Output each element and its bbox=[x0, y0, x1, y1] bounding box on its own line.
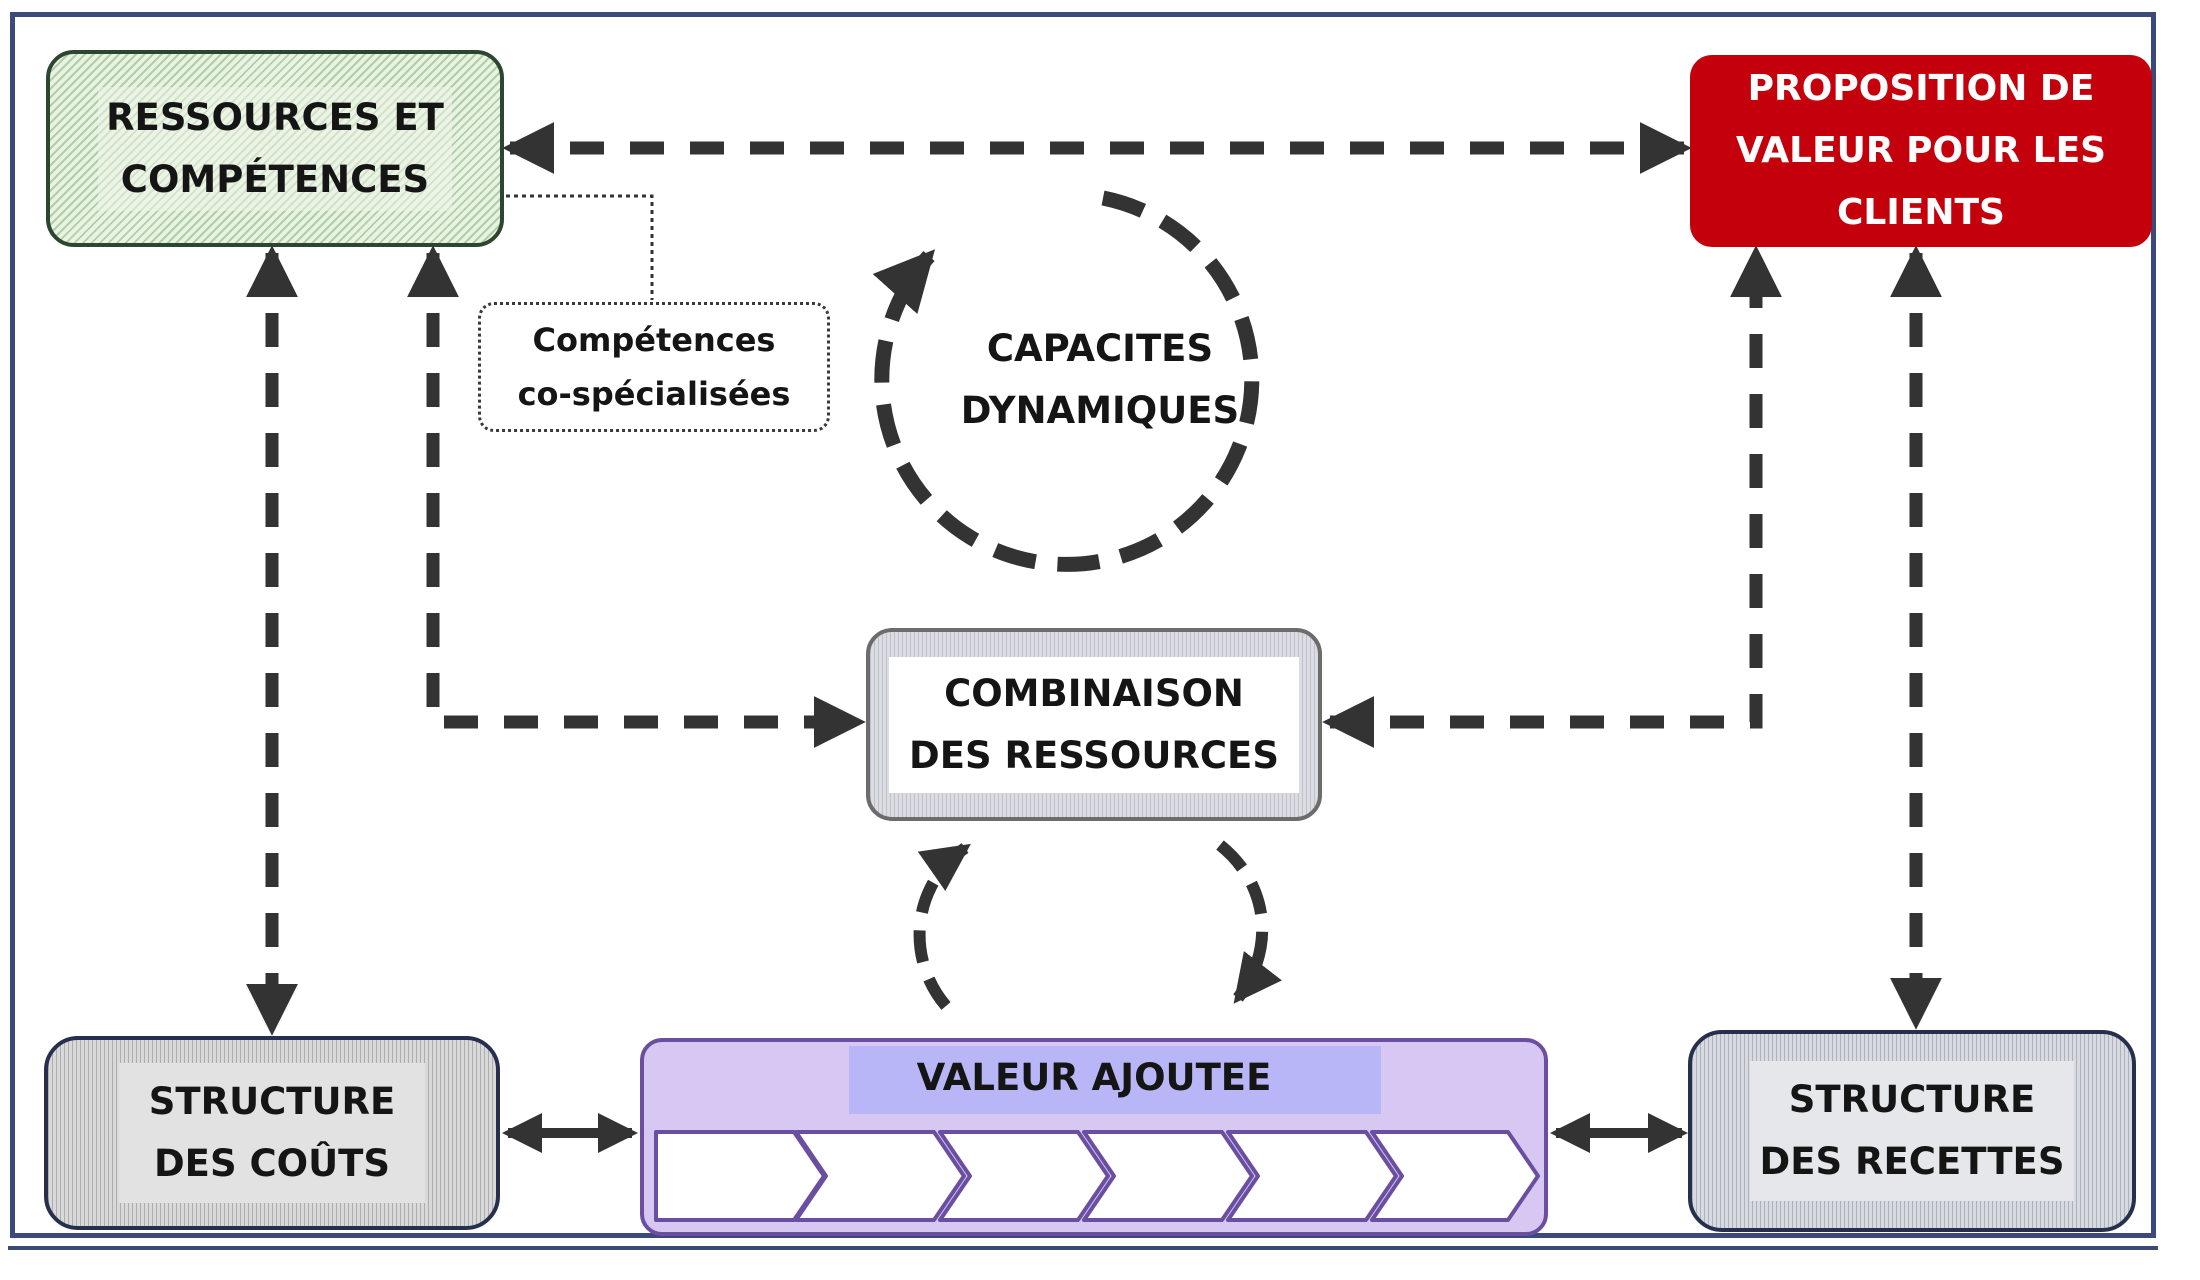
edge-ressources-combinaison bbox=[407, 245, 866, 748]
couts-line-1: STRUCTURE bbox=[148, 1080, 396, 1123]
specialisees-line-2: co-spécialisées bbox=[517, 375, 791, 413]
specialisees-line-1: Compétences bbox=[532, 321, 776, 359]
ressources-line-2: COMPÉTENCES bbox=[120, 157, 430, 201]
node-capacites-dynamiques: CAPACITES DYNAMIQUES bbox=[900, 318, 1300, 442]
valeur-ajoutee-title: VALEUR AJOUTEE bbox=[916, 1056, 1272, 1099]
edge-proposition-combinaison bbox=[1322, 245, 1782, 748]
value-chain-step-1 bbox=[654, 1130, 826, 1222]
valeur-title-band bbox=[849, 1046, 1381, 1114]
edge-ressources-specialisees bbox=[506, 194, 654, 300]
cycle-arrow-down bbox=[1216, 840, 1282, 1004]
capacites-cycle-arrow bbox=[872, 190, 1260, 572]
cycle-arrow-up bbox=[913, 843, 971, 1010]
recettes-line-2: DES RECETTES bbox=[1759, 1140, 2065, 1183]
value-chain-step-3 bbox=[938, 1130, 1110, 1222]
value-chain-step-4 bbox=[1082, 1130, 1254, 1222]
node-proposition-valeur: PROPOSITION DE VALEUR POUR LES CLIENTS bbox=[1690, 55, 2152, 247]
node-combinaison-ressources: COMBINAISON DES RESSOURCES bbox=[866, 628, 1322, 821]
value-chain-step-6 bbox=[1370, 1130, 1540, 1222]
node-structure-recettes: STRUCTURE DES RECETTES bbox=[1688, 1030, 2136, 1232]
node-competences-cospecialisees: Compétences co-spécialisées bbox=[478, 302, 830, 432]
proposition-line-2: VALEUR POUR LES bbox=[1735, 130, 2107, 171]
value-chain-chevrons bbox=[654, 1130, 1540, 1222]
ressources-line-1: RESSOURCES ET bbox=[106, 95, 444, 139]
node-valeur-ajoutee: VALEUR AJOUTEE bbox=[640, 1038, 1548, 1236]
value-chain-step-2 bbox=[794, 1130, 966, 1222]
frame-bottom-line bbox=[8, 1246, 2158, 1250]
combinaison-line-1: COMBINAISON bbox=[944, 671, 1244, 715]
proposition-line-3: CLIENTS bbox=[1837, 192, 2005, 233]
node-ressources-competences: RESSOURCES ET COMPÉTENCES bbox=[46, 50, 504, 247]
capacites-line-1: CAPACITES bbox=[986, 327, 1214, 370]
combinaison-line-2: DES RESSOURCES bbox=[909, 733, 1279, 777]
node-structure-couts: STRUCTURE DES COÛTS bbox=[44, 1036, 500, 1230]
couts-line-2: DES COÛTS bbox=[153, 1142, 391, 1185]
proposition-line-1: PROPOSITION DE bbox=[1747, 68, 2095, 109]
value-chain-step-5 bbox=[1226, 1130, 1398, 1222]
capacites-line-2: DYNAMIQUES bbox=[960, 389, 1240, 432]
recettes-line-1: STRUCTURE bbox=[1788, 1078, 2036, 1121]
